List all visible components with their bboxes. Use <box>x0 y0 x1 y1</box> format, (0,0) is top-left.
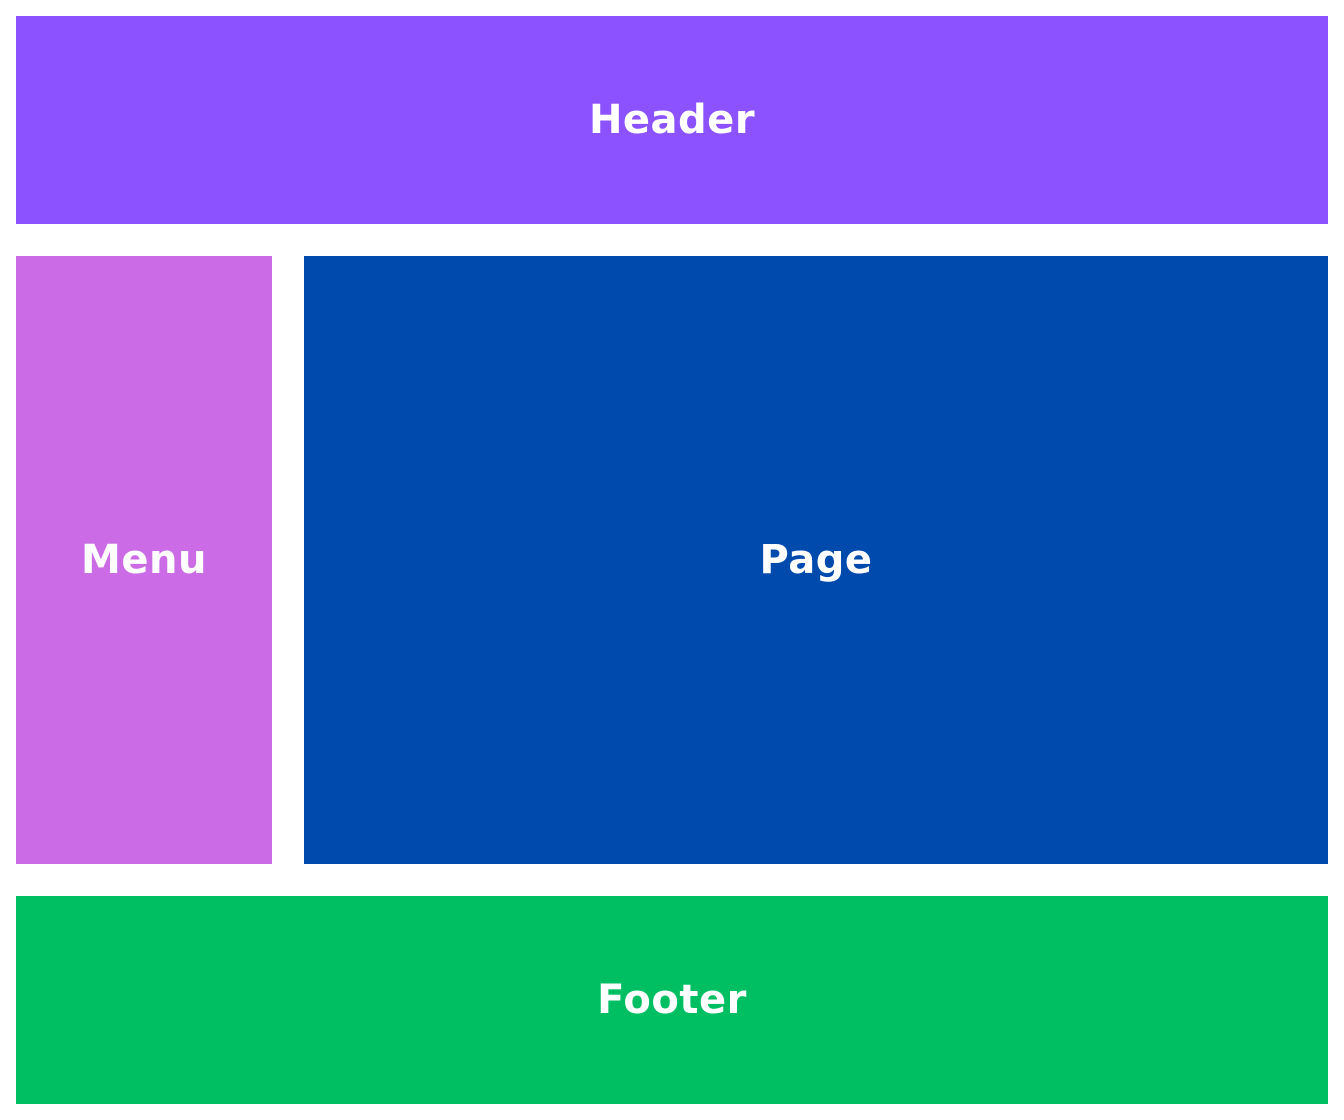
footer-label: Footer <box>597 977 747 1023</box>
menu-sidebar: Menu <box>16 256 272 864</box>
menu-label: Menu <box>81 537 207 583</box>
header-label: Header <box>588 97 756 143</box>
footer-section: Footer <box>16 896 1328 1104</box>
page-label: Page <box>759 537 873 583</box>
page-content: Page <box>304 256 1328 864</box>
header-section: Header <box>16 16 1328 224</box>
